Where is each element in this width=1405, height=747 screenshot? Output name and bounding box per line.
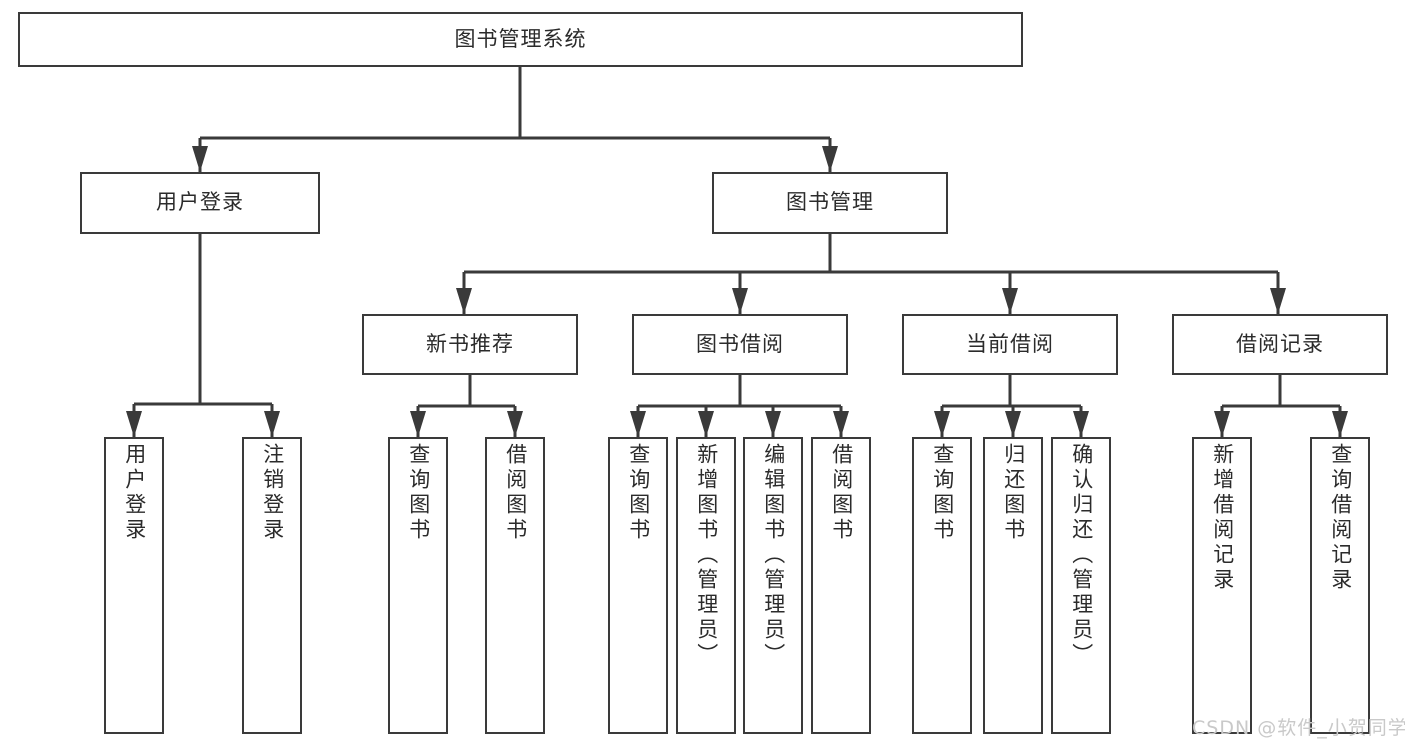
- node-label: 查询图书: [406, 443, 431, 543]
- node-label: 图书借阅: [696, 331, 784, 356]
- node-leaf-confirm-return[interactable]: 确认归还（管理员）: [1051, 437, 1111, 734]
- arrow-head: [1332, 411, 1348, 437]
- node-leaf-query-book-current[interactable]: 查询图书: [912, 437, 972, 734]
- arrow-head: [264, 411, 280, 437]
- node-label: 查询图书: [626, 443, 651, 543]
- arrow-head: [765, 411, 781, 437]
- node-label: 借阅图书: [829, 443, 854, 543]
- node-label: 图书管理: [786, 190, 874, 215]
- node-leaf-borrow-book-recommend[interactable]: 借阅图书: [485, 437, 545, 734]
- arrow-head: [698, 411, 714, 437]
- node-label: 当前借阅: [966, 331, 1054, 356]
- arrow-head: [192, 146, 208, 172]
- arrow-head: [934, 411, 950, 437]
- node-label: 编辑图书（管理员）: [761, 443, 786, 668]
- node-leaf-add-book[interactable]: 新增图书（管理员）: [676, 437, 736, 734]
- arrow-head: [1073, 411, 1089, 437]
- node-root[interactable]: 图书管理系统: [18, 12, 1023, 67]
- arrow-head: [507, 411, 523, 437]
- node-label: 用户登录: [156, 190, 244, 215]
- node-label: 归还图书: [1001, 443, 1026, 543]
- arrow-head: [833, 411, 849, 437]
- arrow-head: [1270, 288, 1286, 314]
- node-leaf-logout[interactable]: 注销登录: [242, 437, 302, 734]
- arrow-head: [1005, 411, 1021, 437]
- arrow-head: [822, 146, 838, 172]
- node-leaf-user-login[interactable]: 用户登录: [104, 437, 164, 734]
- node-book-borrow[interactable]: 图书借阅: [632, 314, 848, 375]
- node-leaf-borrow-book[interactable]: 借阅图书: [811, 437, 871, 734]
- node-label: 确认归还（管理员）: [1069, 443, 1094, 668]
- watermark: CSDN @软件_小贺同学: [1192, 717, 1405, 739]
- node-label: 新增图书（管理员）: [694, 443, 719, 668]
- node-label: 注销登录: [260, 443, 285, 543]
- node-label: 用户登录: [122, 443, 147, 543]
- node-leaf-edit-book[interactable]: 编辑图书（管理员）: [743, 437, 803, 734]
- node-label: 查询图书: [930, 443, 955, 543]
- node-label: 借阅图书: [503, 443, 528, 543]
- node-user-login[interactable]: 用户登录: [80, 172, 320, 234]
- node-leaf-add-borrow-record[interactable]: 新增借阅记录: [1192, 437, 1252, 734]
- arrow-head: [1214, 411, 1230, 437]
- node-label: 查询借阅记录: [1328, 443, 1353, 593]
- arrow-head: [456, 288, 472, 314]
- node-current-borrow[interactable]: 当前借阅: [902, 314, 1118, 375]
- node-label: 新书推荐: [426, 331, 514, 356]
- node-leaf-return-book[interactable]: 归还图书: [983, 437, 1043, 734]
- node-leaf-query-borrow-record[interactable]: 查询借阅记录: [1310, 437, 1370, 734]
- node-label: 新增借阅记录: [1210, 443, 1235, 593]
- node-leaf-query-book-borrow[interactable]: 查询图书: [608, 437, 668, 734]
- arrow-head: [410, 411, 426, 437]
- node-borrow-record[interactable]: 借阅记录: [1172, 314, 1388, 375]
- arrow-head: [732, 288, 748, 314]
- node-book-manage[interactable]: 图书管理: [712, 172, 948, 234]
- arrow-head: [630, 411, 646, 437]
- arrow-head: [126, 411, 142, 437]
- node-label: 借阅记录: [1236, 331, 1324, 356]
- node-leaf-query-book-recommend[interactable]: 查询图书: [388, 437, 448, 734]
- node-new-book-recommend[interactable]: 新书推荐: [362, 314, 578, 375]
- node-label: 图书管理系统: [454, 26, 587, 51]
- arrow-head: [1002, 288, 1018, 314]
